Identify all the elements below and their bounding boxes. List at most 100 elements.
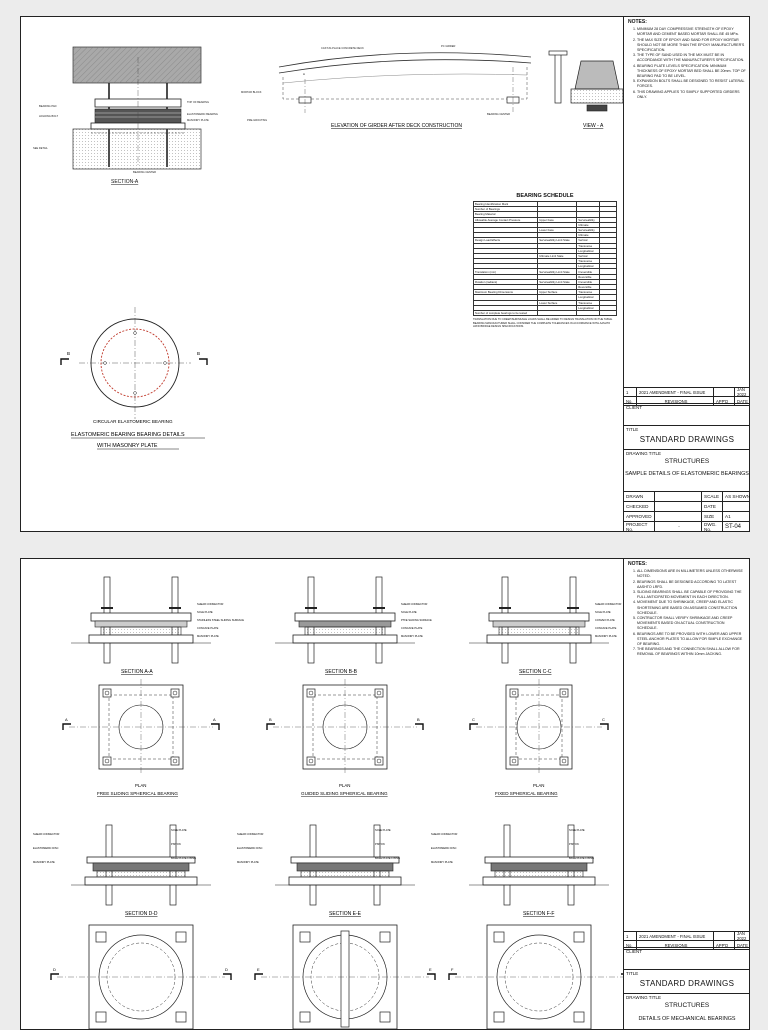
notes-sheet2: NOTES: ALL DIMENSIONS ARE IN MILLIMETERS… bbox=[628, 561, 746, 658]
svg-text:PC GIRDER: PC GIRDER bbox=[441, 44, 456, 48]
revision-header-no: No. bbox=[624, 941, 637, 949]
callout-text: SHEAR CONNECTOR bbox=[401, 602, 427, 606]
section-mark: F bbox=[451, 967, 454, 972]
bolt-nut bbox=[567, 607, 579, 609]
bolt-hole bbox=[104, 690, 110, 696]
section-arrow bbox=[211, 723, 220, 730]
meta-cell bbox=[655, 512, 702, 521]
title-block-sheet2: NOTES: ALL DIMENSIONS ARE IN MILLIMETERS… bbox=[623, 559, 750, 1029]
bolt-square bbox=[306, 756, 316, 766]
meta-cell: PROJECT No. bbox=[624, 522, 655, 532]
revision-date: JAN 2022 bbox=[737, 931, 747, 941]
masonry-plate bbox=[88, 634, 194, 644]
meta-cell: - bbox=[655, 522, 702, 531]
bolt-hole bbox=[308, 690, 314, 696]
bolt-hole bbox=[561, 758, 567, 764]
note-item: THIS DRAWING APPLIES TO SIMPLY SUPPORTED… bbox=[637, 90, 746, 100]
client-box: CLIENT bbox=[624, 947, 750, 970]
note-item: SLIDING BEARINGS SHALL BE CAPABLE OF PRO… bbox=[637, 590, 746, 600]
meta-cell: DATE bbox=[702, 502, 723, 511]
svg-text:BEARING CENTER: BEARING CENTER bbox=[487, 112, 510, 116]
section-label: SECTION F-F bbox=[523, 911, 554, 917]
convex-plate bbox=[498, 626, 580, 636]
section-arrow bbox=[600, 723, 609, 730]
schedule-cell bbox=[537, 309, 578, 317]
revision-header-desc: REVISIONS bbox=[637, 941, 714, 949]
section-arrow bbox=[448, 973, 457, 980]
elastomeric-disc bbox=[96, 870, 186, 878]
callout-text: STAINLESS STEEL SLIDING SURFACE bbox=[197, 618, 244, 622]
callout-text: SHEAR CONNECTOR bbox=[33, 832, 59, 836]
section-arrow bbox=[415, 723, 424, 730]
drawing-sheet-mechanical: SHEAR CONNECTOR SOLE PLATE STAINLESS STEEL… bbox=[20, 558, 750, 1030]
piston bbox=[296, 862, 394, 872]
section-mark: E bbox=[429, 967, 432, 972]
bolt-square bbox=[102, 756, 112, 766]
bolt-square bbox=[299, 1011, 311, 1023]
callout-text: PISTON bbox=[171, 842, 181, 846]
callout-text: SOLE PLATE bbox=[375, 828, 391, 832]
bolt-nut bbox=[101, 607, 113, 609]
bolt-square bbox=[493, 1011, 505, 1023]
callout-text: BASE PLATE FIXING bbox=[375, 856, 400, 860]
section-a-detail: BEARING PAD HOLDING BOLT SEE DETAIL TOP … bbox=[33, 46, 218, 185]
section-mark-b-right: B bbox=[197, 351, 200, 356]
bolt-square bbox=[559, 756, 569, 766]
sheet-title: STANDARD DRAWINGS bbox=[639, 979, 735, 988]
view-a-label: VIEW - A bbox=[583, 123, 604, 129]
note-item: BEARINGS SHALL BE DESIGNED ACCORDING TO … bbox=[637, 580, 746, 590]
drawing-title-2: SAMPLE DETAILS OF ELASTOMERIC BEARINGS bbox=[625, 471, 749, 477]
bolt-square bbox=[374, 756, 384, 766]
meta-cell bbox=[723, 502, 750, 511]
callout-text: SHEAR CONNECTOR bbox=[237, 832, 263, 836]
drawing-title-label: DRAWING TITLE bbox=[626, 995, 662, 1000]
schedule-row: Rotation (radians)Serviceability Limit S… bbox=[472, 278, 617, 286]
section-mark: D bbox=[53, 967, 56, 972]
bolt-hole bbox=[376, 758, 382, 764]
section-mark: B bbox=[417, 717, 420, 722]
bolt-square bbox=[175, 931, 187, 943]
callout-text: PISTON bbox=[569, 842, 579, 846]
section-arrow bbox=[62, 723, 71, 730]
meta-cell: SIZE bbox=[702, 512, 723, 521]
svg-text:A: A bbox=[303, 72, 305, 76]
callout-text: SOLE PLATE bbox=[401, 610, 417, 614]
section-arrow bbox=[223, 973, 232, 980]
bearing-schedule-title: BEARING SCHEDULE bbox=[516, 193, 574, 199]
bolt-square bbox=[509, 756, 519, 766]
section-a-label: SECTION-A bbox=[111, 179, 139, 185]
sheet1-drawing-area: BEARING PAD HOLDING BOLT SEE DETAIL TOP … bbox=[33, 44, 623, 450]
svg-text:CAST-IN-PLACE CONCRETE DECK: CAST-IN-PLACE CONCRETE DECK bbox=[321, 46, 364, 50]
bearing-schedule-footnote: TRANSLATION DUE TO CREEP/SHRINKAGE LOADS… bbox=[473, 318, 613, 329]
meta-cell bbox=[655, 492, 702, 501]
callout-text: SHEAR CONNECTOR bbox=[197, 602, 223, 606]
svg-text:PRE-GROUTING: PRE-GROUTING bbox=[247, 118, 267, 122]
meta-cell: SCALE bbox=[702, 492, 723, 501]
revision-header-no: No. bbox=[624, 397, 637, 405]
circular-bearing-label: CIRCULAR ELASTOMERIC BEARING bbox=[93, 419, 173, 424]
section-arrow bbox=[254, 973, 263, 980]
plan-label: PLAN bbox=[135, 783, 146, 788]
sole-plate bbox=[90, 612, 192, 622]
revision-date: JAN 2022 bbox=[737, 387, 747, 397]
section-mark-b-left: B bbox=[67, 351, 70, 356]
title-label: TITLE bbox=[626, 427, 639, 432]
callout-text: PISTON bbox=[375, 842, 385, 846]
plan-title: FREE SLIDING SPHERICAL BEARING bbox=[97, 791, 178, 796]
bolt-nut bbox=[169, 607, 181, 609]
callout-text: CONCAVE PLATE bbox=[595, 626, 617, 630]
concave-plate bbox=[94, 620, 188, 628]
section-mark: A bbox=[213, 717, 216, 722]
revision-header-appd: APP'D bbox=[714, 941, 735, 949]
piston bbox=[490, 862, 588, 872]
schedule-cell: Number of complete bearings to be tested bbox=[472, 309, 539, 317]
